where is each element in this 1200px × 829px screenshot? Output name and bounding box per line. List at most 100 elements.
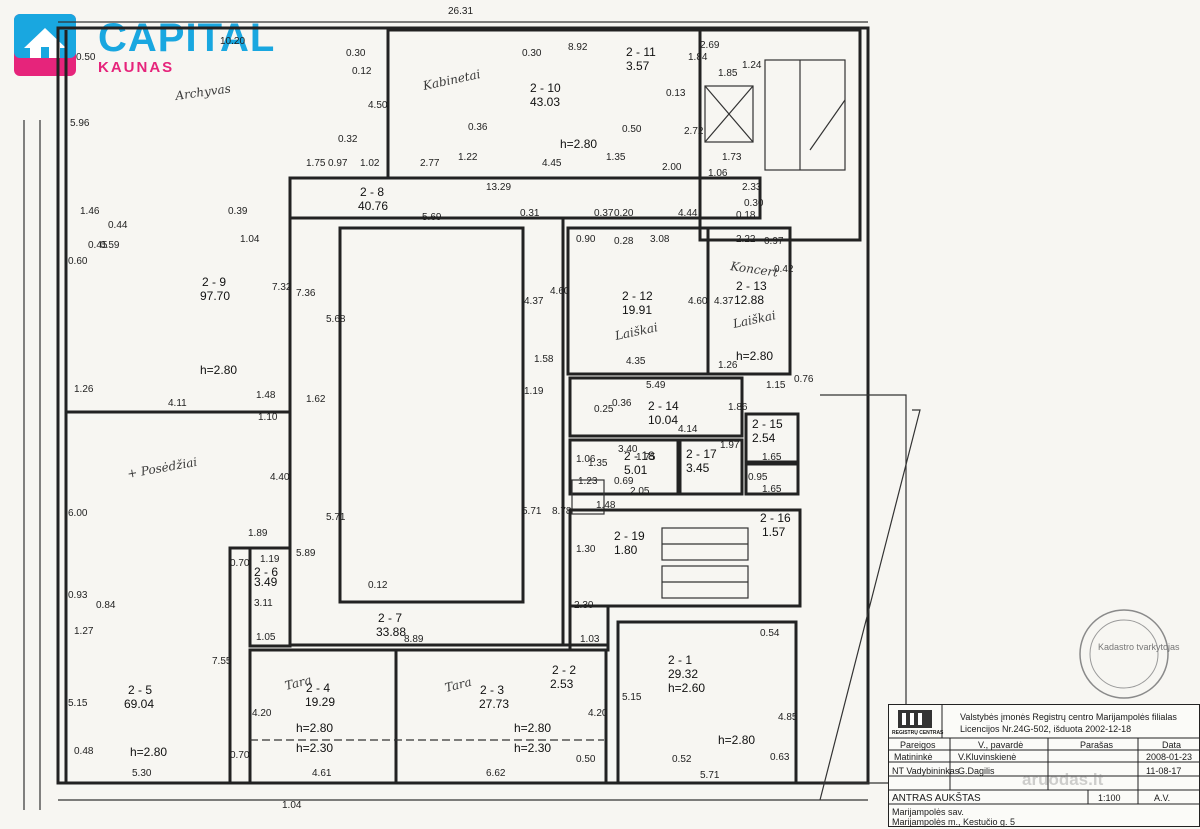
org-name: Valstybės įmonės Registrų centro Marijam… (960, 712, 1177, 722)
dim: 0.42 (774, 264, 794, 275)
dim: 0.30 (744, 198, 764, 209)
dim: 8.89 (404, 634, 424, 645)
dim: 0.76 (794, 374, 814, 385)
note: Koncert (729, 259, 780, 280)
height-label: h=2.80 (514, 721, 551, 735)
room-area: 40.76 (358, 199, 388, 213)
dim: 0.30 (522, 48, 542, 59)
cell: 11-08-17 (1146, 766, 1182, 776)
room-area: 1.80 (614, 543, 638, 557)
height-label: h=2.80 (560, 137, 597, 151)
room-id: 2 - 15 (752, 417, 783, 431)
dim: 1.04 (282, 800, 302, 811)
room-area: 3.45 (686, 461, 710, 475)
room-id: 2 - 5 (128, 683, 152, 697)
room-area: 3.57 (626, 59, 650, 73)
height-label: h=2.80 (736, 349, 773, 363)
dim: 1.75 (306, 158, 326, 169)
dim: 0.93 (68, 590, 88, 601)
dim: 1.15 (766, 380, 786, 391)
dim: 7.32 (272, 282, 292, 293)
room-area: 1.57 (762, 525, 786, 539)
dim: 3.11 (254, 598, 273, 609)
dim: 2.30 (574, 600, 594, 611)
dimension-labels: 26.31 10.20 0.50 0.30 0.12 5.96 4.50 0.3… (68, 6, 814, 811)
dim: 4.35 (626, 356, 646, 367)
scale: 1:100 (1098, 793, 1121, 803)
brand-name: CAPITAL (98, 16, 276, 60)
dim: 4.45 (542, 158, 562, 169)
dim: 0.37 (594, 208, 614, 219)
dim: 5.71 (326, 512, 346, 523)
cadastre-seal: Kadastro tvarkytojas (1079, 609, 1180, 699)
room-area: 33.88 (376, 625, 406, 639)
dim: 5.71 (522, 506, 542, 517)
dim: 0.12 (368, 580, 388, 591)
watermark: aruodas.lt (1022, 770, 1104, 789)
dim: 0.45 (88, 240, 108, 251)
dim: 1.27 (74, 626, 94, 637)
col-header: V., pavardė (978, 740, 1024, 750)
dim: 0.97 (764, 236, 784, 247)
room-id: 2 - 13 (736, 279, 767, 293)
dim: 1.24 (742, 60, 762, 71)
dim: 0.60 (68, 256, 88, 267)
dim: 1.22 (458, 152, 478, 163)
dim: 0.25 (594, 404, 614, 415)
height-label: h=2.30 (514, 741, 551, 755)
dim: 1.05 (256, 632, 276, 643)
dim: 5.49 (646, 380, 666, 391)
cell: NT Vadybininkas (892, 766, 960, 776)
dim: 1.65 (762, 452, 782, 463)
dim: 6.62 (486, 768, 506, 779)
dim: 10.20 (220, 36, 245, 47)
dim: 3.08 (650, 234, 670, 245)
dim: 4.60 (688, 296, 708, 307)
note: Laiškai (731, 308, 777, 331)
dim: 2.72 (684, 126, 704, 137)
dim: 0.70 (230, 558, 250, 569)
cell: V.Kluvinskienė (958, 752, 1017, 762)
room-area: 97.70 (200, 289, 230, 303)
dim: 0.28 (614, 236, 634, 247)
dim: 4.11 (168, 398, 187, 409)
dim: 0.18 (736, 210, 756, 221)
dim: 26.31 (448, 6, 473, 17)
note: + Posėdžiai (126, 455, 198, 481)
note: Laiškai (613, 320, 659, 343)
dim: 4.37 (714, 296, 734, 307)
dim: 1.46 (80, 206, 100, 217)
dim: 2.77 (420, 158, 440, 169)
dim: 1.48 (256, 390, 276, 401)
height-label: h=2.80 (718, 733, 755, 747)
cell: Matininkė (894, 752, 933, 762)
room-id: 2 - 6 (254, 565, 278, 579)
dim: 6.00 (68, 508, 88, 519)
dim: 5.89 (296, 548, 316, 559)
room-id: 2 - 1 (668, 653, 692, 667)
room-id: 2 - 12 (622, 289, 653, 303)
dim: 1.04 (240, 234, 260, 245)
dim: 0.12 (352, 66, 372, 77)
title-block: REGISTRŲ CENTRAS Valstybės įmonės Regist… (888, 704, 1200, 827)
dim: 1.84 (688, 52, 708, 63)
dim: 1.23 (578, 476, 598, 487)
dim: 0.54 (760, 628, 780, 639)
dim: 4.44 (678, 208, 698, 219)
dim: 0.63 (770, 752, 790, 763)
cell: 2008-01-23 (1146, 752, 1193, 762)
dim: 5.15 (68, 698, 88, 709)
dim: 4.85 (778, 712, 798, 723)
dim: 1.97 (720, 440, 740, 451)
room-id: 2 - 17 (686, 447, 717, 461)
dim: 1.48 (596, 500, 616, 511)
room-area: 29.32 (668, 667, 698, 681)
height-label: h=2.80 (200, 363, 237, 377)
dim: 1.30 (576, 544, 596, 555)
room-id: 2 - 14 (648, 399, 679, 413)
dim: 4.14 (678, 424, 698, 435)
room-id: 2 - 18 (624, 449, 655, 463)
dim: 4.37 (524, 296, 544, 307)
dim: 0.44 (108, 220, 128, 231)
dim: 2.33 (742, 182, 762, 193)
